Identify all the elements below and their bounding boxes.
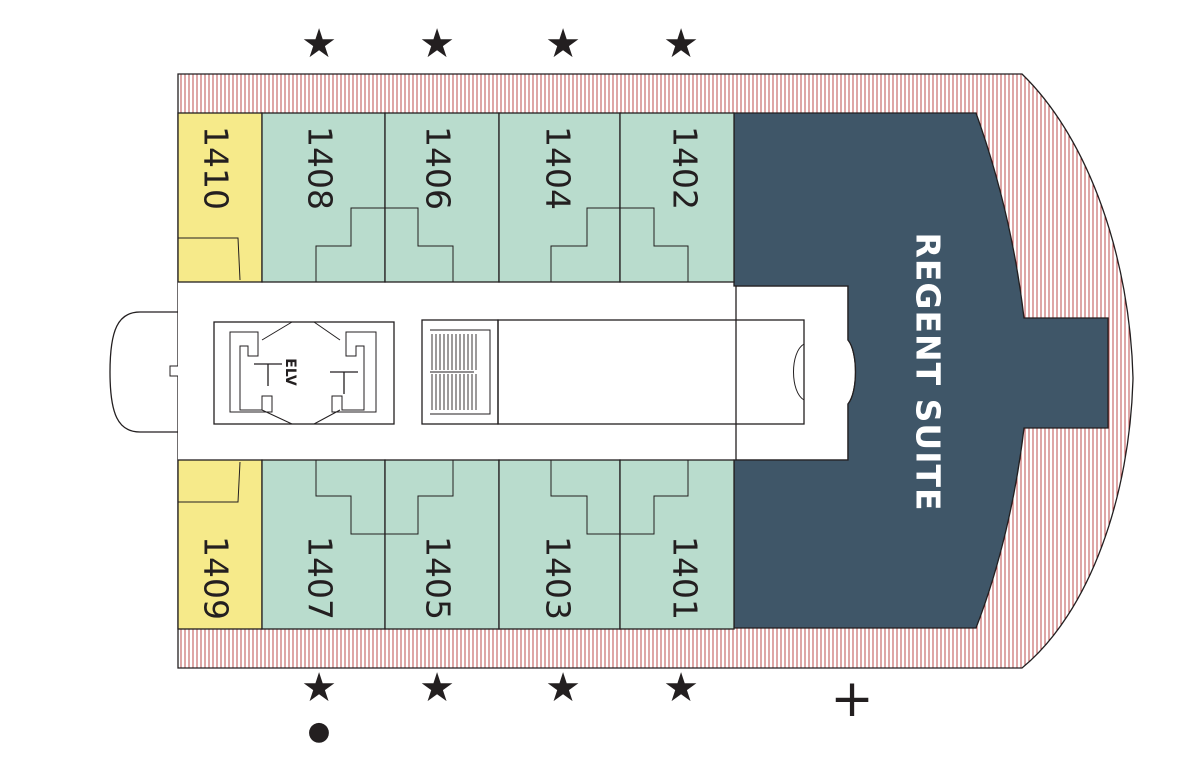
bath-1405 bbox=[385, 460, 454, 535]
cabin-1407[interactable] bbox=[261, 459, 386, 630]
cabin-1402[interactable] bbox=[619, 112, 735, 283]
cabin-1405[interactable] bbox=[384, 459, 500, 630]
bath-1407 bbox=[315, 460, 386, 535]
star-icon: ★ bbox=[545, 665, 581, 711]
cabin-labels-top: 1410 1408 1406 1404 1402 bbox=[197, 126, 705, 210]
star-icon: ★ bbox=[419, 21, 455, 67]
cabin-number: 1401 bbox=[666, 536, 705, 620]
cabin-number: 1402 bbox=[666, 126, 705, 210]
plus-icon: + bbox=[830, 669, 874, 729]
dot-icon: ● bbox=[308, 717, 331, 747]
cabin-1406[interactable] bbox=[384, 112, 500, 283]
star-icon: ★ bbox=[545, 21, 581, 67]
service-room bbox=[497, 319, 805, 425]
cabin-number: 1407 bbox=[301, 536, 340, 620]
bath-1410 bbox=[178, 237, 241, 281]
cabin-number: 1403 bbox=[539, 536, 578, 620]
bath-1408 bbox=[315, 207, 386, 282]
star-icon: ★ bbox=[663, 21, 699, 67]
cabin-number: 1410 bbox=[197, 126, 236, 210]
cabin-1408[interactable] bbox=[261, 112, 386, 283]
regent-suite-label: REGENT SUITE bbox=[909, 232, 948, 511]
bath-1402 bbox=[620, 207, 689, 282]
elevator-core: ELV bbox=[213, 321, 395, 425]
cabin-1403[interactable] bbox=[498, 459, 621, 630]
aft-platform bbox=[109, 311, 179, 433]
cabin-number: 1405 bbox=[419, 536, 458, 620]
star-icon: ★ bbox=[663, 665, 699, 711]
cabin-labels-bottom: 1409 1407 1405 1403 1401 bbox=[197, 536, 705, 620]
corridor-extension bbox=[735, 285, 857, 461]
cabins-bottom bbox=[177, 459, 735, 630]
bath-1403 bbox=[550, 460, 621, 535]
cabin-number: 1408 bbox=[301, 126, 340, 210]
cabin-number: 1406 bbox=[419, 126, 458, 210]
symbols-bottom: ★ ★ ★ ★ ● + bbox=[301, 665, 874, 747]
service-curve bbox=[793, 343, 805, 401]
cabin-1401[interactable] bbox=[619, 459, 735, 630]
cabin-1410[interactable] bbox=[177, 112, 263, 283]
star-icon: ★ bbox=[301, 21, 337, 67]
bath-1401 bbox=[620, 460, 689, 535]
star-icon: ★ bbox=[301, 665, 337, 711]
bath-1409 bbox=[178, 461, 241, 503]
elevator-label: ELV bbox=[282, 358, 298, 386]
cabin-number: 1409 bbox=[197, 536, 236, 620]
cabins-top bbox=[177, 112, 735, 283]
bath-1404 bbox=[550, 207, 621, 282]
bath-1406 bbox=[385, 207, 454, 282]
cabin-number: 1404 bbox=[539, 126, 578, 210]
symbols-top: ★ ★ ★ ★ bbox=[301, 21, 699, 67]
regent-suite[interactable] bbox=[733, 112, 1109, 629]
corridor bbox=[178, 282, 738, 460]
star-icon: ★ bbox=[419, 665, 455, 711]
